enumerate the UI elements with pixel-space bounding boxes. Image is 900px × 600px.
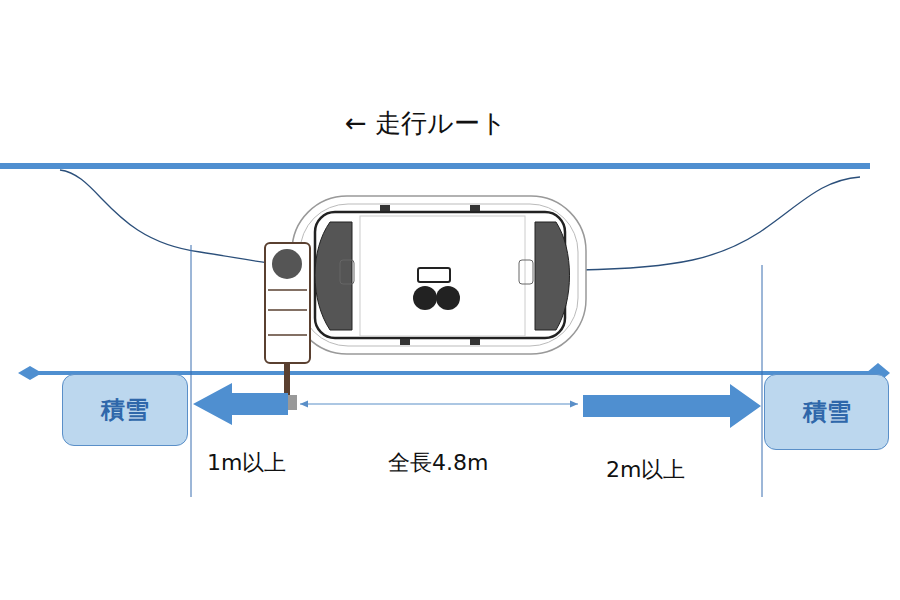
snow-label: 積雪 (803, 396, 851, 428)
limit-line (191, 245, 192, 497)
clearance-arrow (583, 384, 761, 428)
snow-box: 積雪 (764, 374, 889, 450)
snow-box: 積雪 (62, 374, 188, 446)
length-dimension (300, 403, 578, 404)
snow-label: 積雪 (101, 394, 149, 426)
bus-stop-sign (265, 243, 310, 410)
road-edge-top (0, 163, 870, 169)
bus (292, 196, 586, 354)
route-curve (580, 177, 860, 270)
route-label: ← 走行ルート (345, 106, 507, 141)
length-label: 全長4.8m (388, 448, 488, 478)
limit-line (762, 265, 763, 497)
clearance-label: 1m以上 (207, 448, 286, 478)
clearance-label: 2m以上 (606, 455, 685, 485)
line-end (18, 366, 42, 380)
clearance-arrow (193, 383, 288, 425)
